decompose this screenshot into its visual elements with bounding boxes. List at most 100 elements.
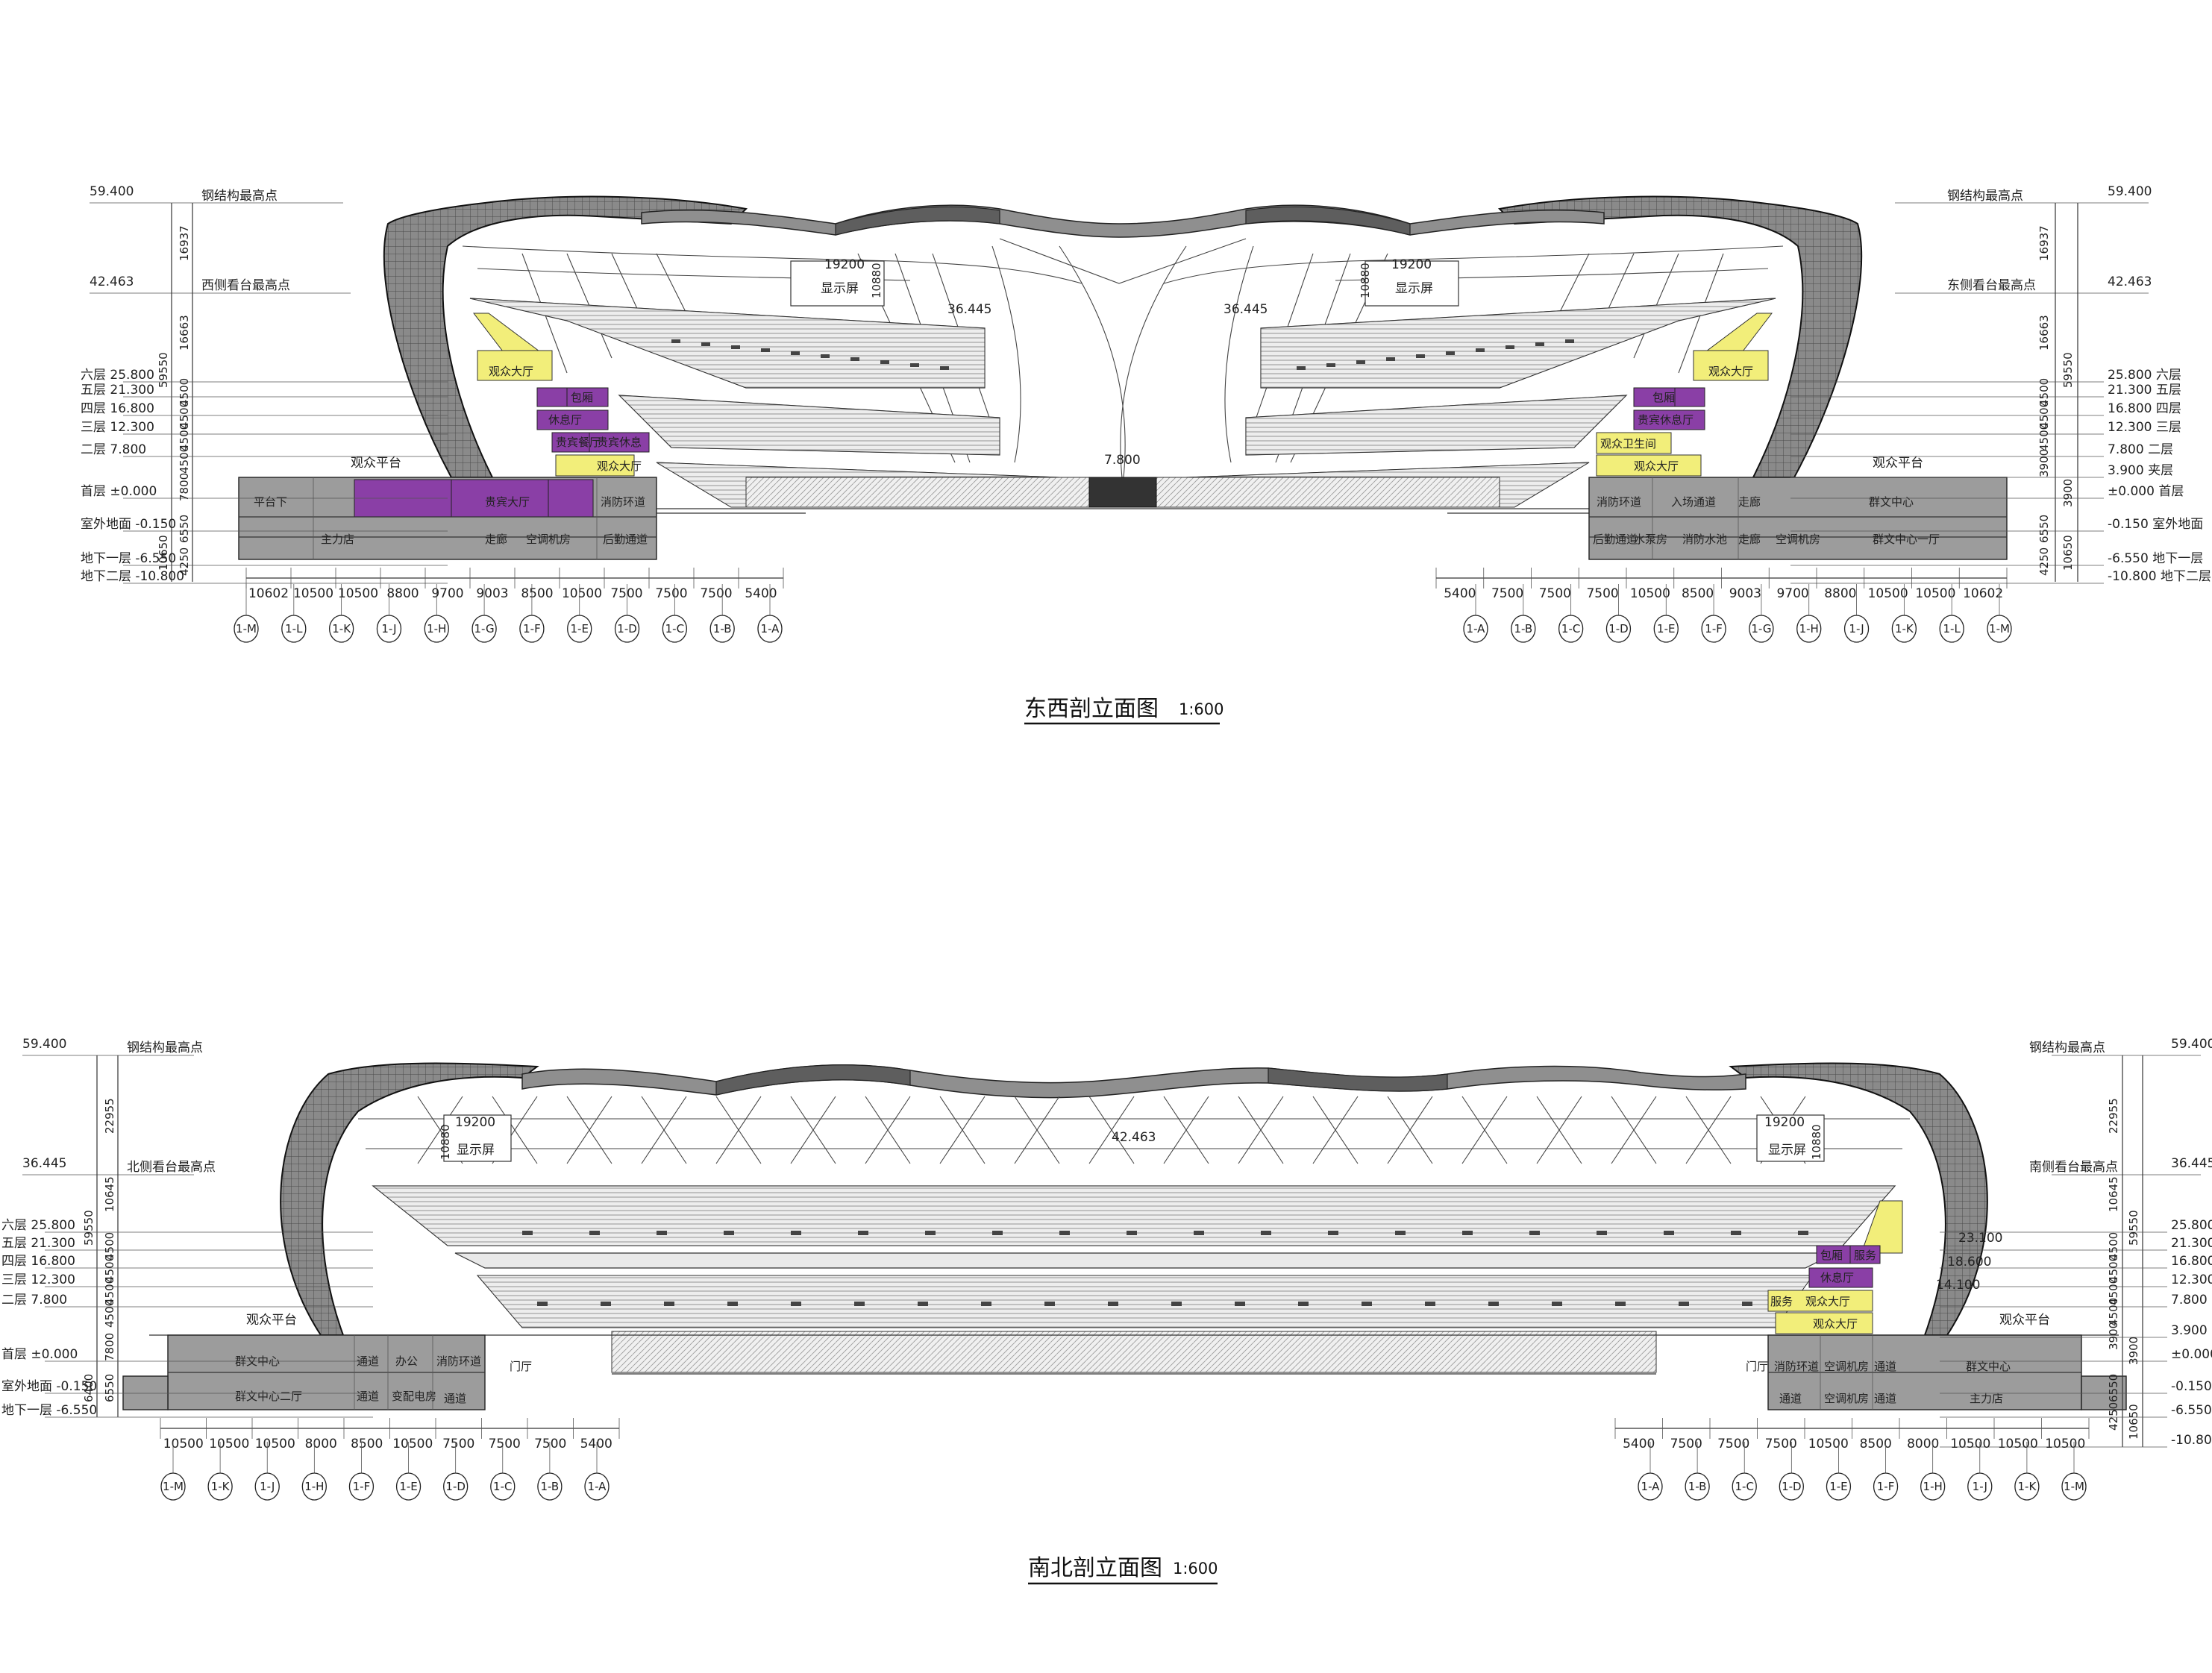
- ew-left-screen: 显示屏 19200 10880 36.445: [790, 257, 991, 317]
- ns-left-bay-0: 10500: [163, 1437, 204, 1451]
- ns-left-note-top: 钢结构最高点: [127, 1040, 203, 1055]
- ns-seat-mark-upper: [1328, 1231, 1338, 1235]
- ns-seat-mark-lower: [1362, 1302, 1372, 1306]
- ew-right-room-vip: 贵宾休息厅: [1638, 413, 1694, 427]
- ns-seat-mark-upper: [1731, 1231, 1741, 1235]
- ew-right-room-hall: 观众大厅: [1708, 365, 1753, 378]
- ns-seat-mark-upper: [1194, 1231, 1204, 1235]
- ns-right-axis-label-4: 1-E: [1829, 1480, 1847, 1493]
- ns-left-shell: [280, 1062, 539, 1336]
- ns-right-extra-elev-0: 23.100: [1958, 1231, 2002, 1246]
- ew-right-elevations: 59.400 钢结构最高点 42.463 东侧看台最高点 25.800 六层21…: [1790, 184, 2211, 584]
- ew-left-vdim-6: 4500: [178, 445, 191, 474]
- ew-left-bay-7: 10500: [562, 586, 602, 601]
- ns-roof-band: [521, 1064, 1746, 1099]
- ns-left-bay-6: 7500: [442, 1437, 474, 1451]
- ew-left-axis-bubble-8: [614, 615, 640, 643]
- ns-left-axis-bubble-0: [160, 1472, 186, 1501]
- ew-roof-panel-1: [835, 206, 1000, 236]
- ew-right-floor-2: 16.800 四层: [2108, 401, 2181, 416]
- ns-left-floor-4: 二层 7.800: [1, 1293, 67, 1308]
- ns-left-elev-top: 59.400: [22, 1037, 66, 1052]
- ns-right-bay-8: 10500: [1998, 1437, 2038, 1451]
- ns-right-vdim-10: 4250: [2107, 1402, 2120, 1431]
- ns-left-screen-box: [443, 1114, 512, 1162]
- ew-left-axis-label-8: 1-D: [617, 622, 637, 635]
- ns-left-vdim-2: 59550: [82, 1210, 95, 1246]
- ew-left-room-anchor: 主力店: [321, 533, 354, 546]
- ns-left-vdim-7: 7800: [103, 1333, 116, 1361]
- ew-left-bay-4: 9700: [431, 586, 463, 601]
- ns-left-room-culture-hall: 群文中心二厅: [235, 1390, 302, 1403]
- ns-right-room-passage-2: 通道: [1779, 1392, 1802, 1405]
- ew-right-axis-bubble-1: [1511, 615, 1536, 643]
- ew-left-floor-6: 室外地面 -0.150: [81, 517, 176, 532]
- ew-right-program: 观众大厅 包厢 贵宾休息厅 观众卫生间 观众大厅: [1596, 313, 1773, 477]
- ew-right-axis-label-3: 1-D: [1608, 622, 1629, 635]
- ew-left-axis-label-10: 1-B: [713, 622, 732, 635]
- ew-right-axis-bubble-3: [1605, 615, 1632, 643]
- east-west-section: 显示屏 19200 10880 36.445 显示屏 19200 10880 3…: [81, 184, 2211, 725]
- ns-right-shell: [1729, 1062, 1988, 1336]
- ew-left-axis-bubble-9: [662, 615, 688, 643]
- ew-right-bay-2: 7500: [1539, 586, 1571, 601]
- ew-left-axis-label-0: 1-M: [236, 622, 257, 635]
- ew-left-axis-bubble-6: [519, 615, 545, 643]
- ew-left-base-purple-2: [451, 479, 549, 518]
- ew-scale: 1:600: [1179, 700, 1224, 718]
- ew-right-bay-1: 7500: [1491, 586, 1523, 601]
- ns-right-floor-0: 25.800: [2171, 1218, 2212, 1233]
- ew-right-purple-vip: [1633, 409, 1705, 430]
- ns-left-axis-bubble-3: [301, 1472, 327, 1501]
- ns-middle-band: [454, 1252, 1836, 1269]
- ew-right-axis-bubble-8: [1843, 615, 1870, 643]
- ns-left-floor-5: 首层 ±0.000: [1, 1347, 78, 1362]
- ew-left-floor-1: 五层 21.300: [81, 383, 154, 398]
- ew-right-bay-4: 10500: [1630, 586, 1670, 601]
- ew-left-room-vip-rest: 贵宾休息: [597, 436, 642, 449]
- ns-left-axis-bubble-9: [584, 1472, 610, 1501]
- ns-left-vdim-4: 4500: [103, 1255, 116, 1283]
- ns-right-axis-bubble-3: [1779, 1472, 1804, 1501]
- ew-left-bay-11: 5400: [745, 586, 777, 601]
- ew-left-vdim-7: 7800: [178, 473, 191, 501]
- ns-left-floor-0: 六层 25.800: [1, 1218, 75, 1233]
- ns-left-axis-label-5: 1-E: [399, 1480, 417, 1493]
- ew-right-seat-mark: [1326, 363, 1335, 367]
- ew-roof-band: [641, 204, 1605, 238]
- ew-right-base-mass: [1588, 477, 2008, 560]
- ns-right-room-foyer: 门厅: [1746, 1360, 1768, 1373]
- ew-right-axis-label-8: 1-J: [1849, 622, 1864, 635]
- ns-right-elev-top: 59.400: [2171, 1037, 2212, 1052]
- ew-right-axis-label-1: 1-B: [1514, 622, 1532, 635]
- ns-left-floor-1: 五层 21.300: [1, 1236, 75, 1251]
- ns-left-axis-label-1: 1-K: [211, 1480, 231, 1493]
- ew-right-room-lobby: 观众大厅: [1634, 459, 1679, 473]
- ns-seat-mark-upper: [992, 1231, 1003, 1235]
- ew-left-room-fire-road: 消防环道: [601, 495, 645, 509]
- ns-left-floor-7: 地下一层 -6.550: [1, 1403, 97, 1418]
- ns-left-axis-label-6: 1-D: [445, 1480, 466, 1493]
- ew-left-program: 观众大厅 包厢 休息厅 贵宾餐厅 贵宾休息 观众大厅: [472, 313, 650, 477]
- ew-left-axis-bubble-1: [281, 615, 307, 643]
- ew-right-axis-bubble-6: [1749, 615, 1774, 643]
- ew-right-axis-label-4: 1-E: [1657, 622, 1675, 635]
- ew-right-screen-box: [1365, 260, 1459, 307]
- ew-right-vdim-0: 16937: [2037, 225, 2051, 261]
- ew-left-bay-3: 8800: [386, 586, 419, 601]
- ns-right-room-passage-3: 通道: [1874, 1392, 1896, 1405]
- ns-seat-mark-upper: [657, 1231, 667, 1235]
- ns-right-bay-7: 10500: [1950, 1437, 1990, 1451]
- ns-seat-mark-lower: [727, 1302, 738, 1306]
- ew-left-axis-label-3: 1-J: [381, 622, 396, 635]
- ew-right-axis-bubble-5: [1701, 615, 1726, 643]
- ns-seat-mark-upper: [1261, 1231, 1271, 1235]
- ew-left-bay-2: 10500: [338, 586, 378, 601]
- ew-stadium-body: [239, 195, 2007, 514]
- ew-left-seat-mark: [910, 363, 919, 367]
- ns-right-bay-6: 8000: [1907, 1437, 1939, 1451]
- ns-left-bay-3: 8000: [305, 1437, 337, 1451]
- ew-right-yellow-lobby: [1596, 454, 1702, 477]
